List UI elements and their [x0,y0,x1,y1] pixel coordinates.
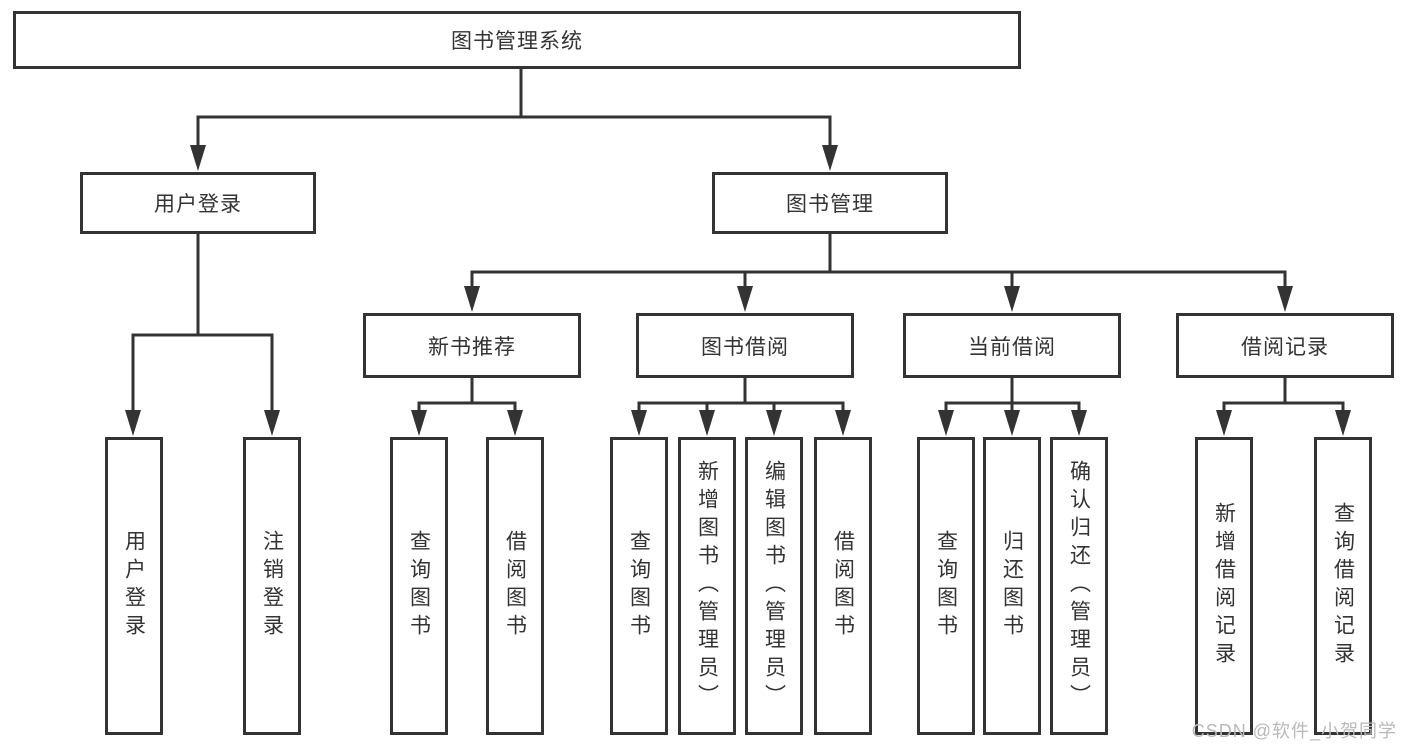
leaf-add-books-admin: 新增图书（管理员） [678,437,736,735]
leaf-query-books-recommend: 查询图书 [390,437,448,735]
leaf-query-borrow-record: 查询借阅记录 [1314,437,1372,735]
leaf-return-books: 归还图书 [983,437,1041,735]
arrowheads [125,145,1351,436]
leaf-borrow-books-recommend: 借阅图书 [486,437,544,735]
node-user-login: 用户登录 [80,172,316,234]
node-current-borrowing: 当前借阅 [903,313,1121,378]
edges [131,69,1345,410]
leaf-borrow-books-borrow: 借阅图书 [814,437,872,735]
leaf-confirm-return-admin: 确认归还（管理员） [1050,437,1108,735]
node-book-management: 图书管理 [712,172,948,234]
node-borrowing-records: 借阅记录 [1176,313,1394,378]
node-book-borrowing: 图书借阅 [636,313,854,378]
leaf-user-login: 用户登录 [105,437,163,735]
leaf-add-borrow-record: 新增借阅记录 [1195,437,1253,735]
node-new-book-recommendation: 新书推荐 [363,313,581,378]
leaf-query-books-current: 查询图书 [917,437,975,735]
leaf-logout-login: 注销登录 [243,437,301,735]
leaf-edit-books-admin: 编辑图书（管理员） [745,437,803,735]
csdn-watermark: CSDN @软件_小贺同学 [1191,721,1397,741]
leaf-query-books-borrow: 查询图书 [610,437,668,735]
node-library-management-system: 图书管理系统 [13,11,1021,69]
